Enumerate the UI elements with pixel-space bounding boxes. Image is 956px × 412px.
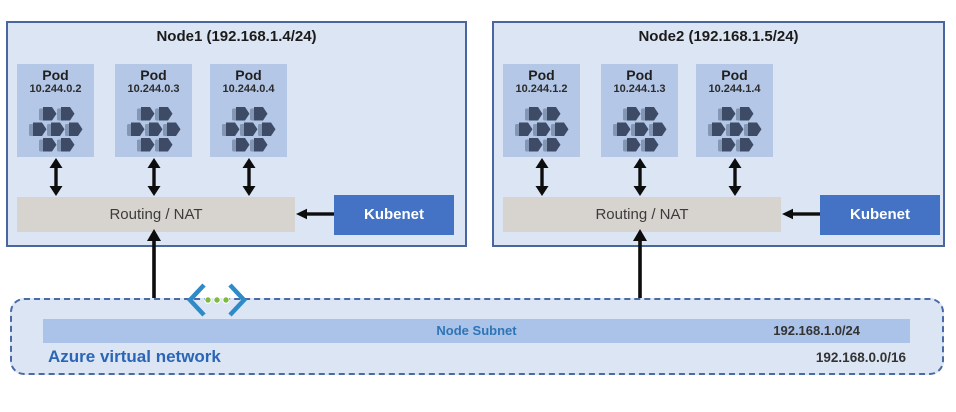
routing-nat-box: Routing / NAT bbox=[17, 197, 295, 232]
kubenet-arrow bbox=[782, 208, 820, 220]
vnet-label: Azure virtual network bbox=[48, 347, 221, 366]
routing-nat-box: Routing / NAT bbox=[503, 197, 781, 232]
containers-icon bbox=[612, 107, 668, 152]
pod-box: Pod 10.244.0.2 bbox=[17, 64, 94, 157]
containers-icon bbox=[514, 107, 570, 152]
subnet-cidr: 192.168.1.0/24 bbox=[773, 323, 860, 338]
pod-routing-arrow bbox=[535, 158, 549, 196]
pod-box: Pod 10.244.0.3 bbox=[115, 64, 192, 157]
kubenet-box: Kubenet bbox=[820, 195, 940, 235]
pod-box: Pod 10.244.0.4 bbox=[210, 64, 287, 157]
kubenet-arrow bbox=[296, 208, 334, 220]
pod-routing-arrow bbox=[147, 158, 161, 196]
pod-routing-arrow bbox=[728, 158, 742, 196]
pod-label: Pod bbox=[140, 67, 167, 83]
virtual-network-icon bbox=[186, 283, 248, 317]
pod-label: Pod bbox=[42, 67, 69, 83]
pod-box: Pod 10.244.1.2 bbox=[503, 64, 580, 157]
pod-label: Pod bbox=[721, 67, 748, 83]
pod-ip: 10.244.1.3 bbox=[613, 83, 666, 95]
pod-box: Pod 10.244.1.4 bbox=[696, 64, 773, 157]
node1-box: Node1 (192.168.1.4/24) Pod 10.244.0.2 Po… bbox=[6, 21, 467, 247]
containers-icon bbox=[126, 107, 182, 152]
node1-title: Node1 (192.168.1.4/24) bbox=[156, 28, 317, 45]
pod-ip: 10.244.0.4 bbox=[222, 83, 275, 95]
pod-ip: 10.244.0.2 bbox=[29, 83, 82, 95]
vnet-cidr: 192.168.0.0/16 bbox=[815, 350, 906, 365]
pod-routing-arrow bbox=[633, 158, 647, 196]
pod-routing-arrow bbox=[242, 158, 256, 196]
containers-icon bbox=[707, 107, 763, 152]
pod-ip: 10.244.0.3 bbox=[127, 83, 180, 95]
containers-icon bbox=[221, 107, 277, 152]
node2-title: Node2 (192.168.1.5/24) bbox=[638, 28, 799, 45]
subnet-label: Node Subnet bbox=[436, 323, 517, 338]
pod-label: Pod bbox=[528, 67, 555, 83]
pod-ip: 10.244.1.4 bbox=[708, 83, 761, 95]
kubenet-box: Kubenet bbox=[334, 195, 454, 235]
pod-routing-arrow bbox=[49, 158, 63, 196]
pod-box: Pod 10.244.1.3 bbox=[601, 64, 678, 157]
azure-vnet-box: Node Subnet 192.168.1.0/24 Azure virtual… bbox=[10, 298, 944, 375]
node2-box: Node2 (192.168.1.5/24) Pod 10.244.1.2 Po… bbox=[492, 21, 945, 247]
containers-icon bbox=[28, 107, 84, 152]
pod-ip: 10.244.1.2 bbox=[515, 83, 568, 95]
pod-label: Pod bbox=[626, 67, 653, 83]
node-subnet-bar: Node Subnet 192.168.1.0/24 bbox=[43, 319, 910, 343]
pod-label: Pod bbox=[235, 67, 262, 83]
